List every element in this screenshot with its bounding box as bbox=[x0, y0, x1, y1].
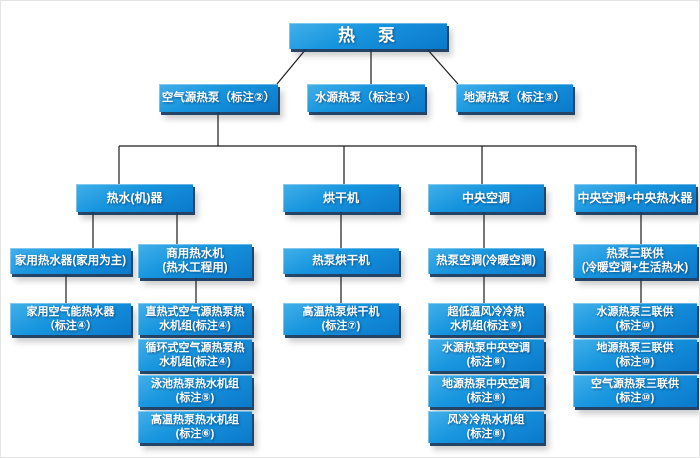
node-heat-pump-label: 热 泵 bbox=[338, 26, 398, 45]
node-circulating-unit-line2: 水机组(标注④) bbox=[159, 356, 231, 368]
node-domestic-water-heater: 家用热水器(家用为主) bbox=[10, 248, 131, 274]
node-high-temp-dryer-line1: 高温热泵烘干机 bbox=[302, 306, 380, 318]
node-air-source-trigen: 空气源热泵三联供 (标注⑩) bbox=[573, 375, 697, 407]
node-ground-source-trigen-line2: (标注⑩) bbox=[615, 356, 655, 368]
node-hp-trigen-line2: (冷暖空调+生活热水) bbox=[581, 262, 689, 274]
node-domestic-air-water-heater-line1: 家用空气能热水器 bbox=[26, 306, 115, 318]
node-ground-source-hp-label: 地源热泵（标注③） bbox=[463, 92, 566, 104]
node-air-source-hp: 空气源热泵（标注②） bbox=[159, 84, 278, 112]
node-ultra-low-temp-unit-line2: 水机组(标注⑨) bbox=[450, 320, 522, 332]
node-direct-heat-unit-line2: 水机组(标注④) bbox=[159, 320, 231, 332]
node-heat-pump: 热 泵 bbox=[289, 23, 447, 49]
node-ultra-low-temp-unit: 超低温风冷冷热 水机组(标注⑨) bbox=[428, 303, 544, 335]
node-ground-source-central-ac: 地源热泵中央空调 (标注⑧) bbox=[428, 375, 544, 407]
node-commercial-water-heater: 商用热水机 (热水工程用) bbox=[138, 244, 252, 278]
node-domestic-air-water-heater-line2: （标注④） bbox=[43, 320, 98, 332]
node-pool-hp-unit-line1: 泳池热泵热水机组 bbox=[151, 378, 239, 390]
node-central-ac-plus-water-heater-label: 中央空调+中央热水器 bbox=[577, 191, 693, 205]
node-air-source-trigen-line2: (标注⑩) bbox=[615, 392, 655, 404]
node-high-temp-wh-unit: 高温热泵热水机组 (标注⑥) bbox=[138, 411, 252, 443]
node-ground-source-hp: 地源热泵（标注③） bbox=[456, 84, 573, 112]
node-central-ac: 中央空调 bbox=[428, 184, 544, 212]
node-direct-heat-unit: 直热式空气源热泵热 水机组(标注④) bbox=[138, 303, 252, 335]
node-domestic-water-heater-label: 家用热水器(家用为主) bbox=[14, 255, 127, 267]
node-pool-hp-unit-line2: (标注⑤) bbox=[175, 392, 215, 404]
node-ground-source-trigen-line1: 地源热泵三联供 bbox=[596, 342, 674, 354]
node-hp-trigen-line1: 热泵三联供 bbox=[606, 248, 664, 260]
node-circulating-unit-line1: 循环式空气源热泵热 bbox=[145, 342, 245, 354]
node-circulating-unit: 循环式空气源热泵热 水机组(标注④) bbox=[138, 339, 252, 371]
node-ground-source-central-ac-line1: 地源热泵中央空调 bbox=[442, 378, 530, 390]
node-high-temp-wh-unit-line1: 高温热泵热水机组 bbox=[151, 414, 239, 426]
node-direct-heat-unit-line1: 直热式空气源热泵热 bbox=[145, 306, 245, 318]
node-water-source-central-ac: 水源热泵中央空调 (标注⑧) bbox=[428, 339, 544, 371]
node-air-source-hp-label: 空气源热泵（标注②） bbox=[161, 92, 276, 104]
node-high-temp-dryer: 高温热泵烘干机 (标注⑦) bbox=[283, 303, 399, 335]
node-air-cooled-unit-line1: 风冷冷热水机组 bbox=[447, 414, 525, 426]
node-ground-source-central-ac-line2: (标注⑧) bbox=[466, 392, 506, 404]
node-water-source-trigen-line1: 水源热泵三联供 bbox=[596, 306, 674, 318]
node-ground-source-trigen: 地源热泵三联供 (标注⑩) bbox=[573, 339, 697, 371]
node-hp-trigen: 热泵三联供 (冷暖空调+生活热水) bbox=[573, 244, 697, 278]
node-water-heater-label: 热水(机)器 bbox=[106, 191, 163, 205]
node-air-source-trigen-line1: 空气源热泵三联供 bbox=[591, 378, 679, 390]
node-pool-hp-unit: 泳池热泵热水机组 (标注⑤) bbox=[138, 375, 252, 407]
node-hp-dryer-label: 热泵烘干机 bbox=[312, 255, 370, 267]
node-high-temp-dryer-line2: (标注⑦) bbox=[321, 320, 361, 332]
node-domestic-air-water-heater: 家用空气能热水器 （标注④） bbox=[10, 303, 131, 335]
node-air-cooled-unit: 风冷冷热水机组 (标注⑧) bbox=[428, 411, 544, 443]
node-water-source-hp-label: 水源热泵（标注①） bbox=[315, 92, 417, 104]
node-hp-ac: 热泵空调(冷暖空调) bbox=[428, 248, 544, 274]
node-central-ac-label: 中央空调 bbox=[461, 191, 510, 205]
node-water-source-central-ac-line1: 水源热泵中央空调 bbox=[442, 342, 530, 354]
node-air-cooled-unit-line2: (标注⑧) bbox=[466, 428, 506, 440]
node-hp-ac-label: 热泵空调(冷暖空调) bbox=[436, 255, 536, 267]
node-water-heater: 热水(机)器 bbox=[76, 184, 193, 212]
node-dryer-label: 烘干机 bbox=[322, 191, 359, 205]
node-water-source-trigen-line2: (标注⑩) bbox=[615, 320, 655, 332]
node-high-temp-wh-unit-line2: (标注⑥) bbox=[175, 428, 215, 440]
node-central-ac-plus-water-heater: 中央空调+中央热水器 bbox=[574, 184, 696, 212]
node-water-source-central-ac-line2: (标注⑧) bbox=[466, 356, 506, 368]
node-ultra-low-temp-unit-line1: 超低温风冷冷热 bbox=[447, 306, 525, 318]
node-commercial-water-heater-line1: 商用热水机 bbox=[166, 248, 224, 260]
node-hp-dryer: 热泵烘干机 bbox=[283, 248, 399, 274]
node-commercial-water-heater-line2: (热水工程用) bbox=[162, 262, 228, 274]
node-dryer: 烘干机 bbox=[283, 184, 399, 212]
node-water-source-trigen: 水源热泵三联供 (标注⑩) bbox=[573, 303, 697, 335]
node-water-source-hp: 水源热泵（标注①） bbox=[307, 84, 425, 112]
